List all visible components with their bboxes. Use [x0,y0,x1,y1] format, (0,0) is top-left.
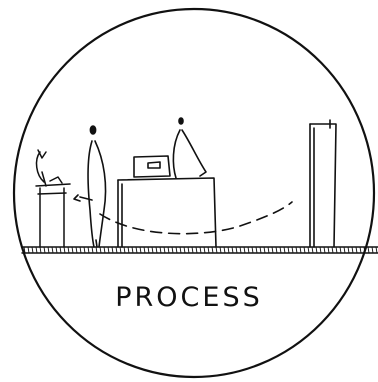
floor-hatch-tick [76,247,77,253]
floor-hatch-tick [208,247,209,253]
floor-hatch-tick [372,247,373,253]
floor-hatch-tick [220,247,221,253]
floor-hatch-tick [224,247,225,253]
floor-hatch-tick [36,247,37,253]
floor-hatch-tick [152,247,153,253]
floor-hatch-tick [308,247,309,253]
floor-hatch-tick [352,247,353,253]
floor-hatch-tick [160,247,161,253]
person-icon [74,126,106,247]
floor-hatch-tick [248,247,249,253]
floor-hatch-tick [348,247,349,253]
floor-hatch-tick [244,247,245,253]
floor-hatch-tick [40,247,41,253]
floor-hatch-tick [296,247,297,253]
floor-hatch-tick [376,247,377,253]
floor-hatch-tick [268,247,269,253]
floor-hatch-tick [92,247,93,253]
floor-hatch-tick [156,247,157,253]
floor-hatch-tick [124,247,125,253]
floor-hatch-tick [316,247,317,253]
floor-hatch-tick [356,247,357,253]
floor-hatch-tick [276,247,277,253]
floor-hatch-tick [128,247,129,253]
flow-path [100,202,292,234]
floor-hatch-tick [148,247,149,253]
floor-hatch-tick [140,247,141,253]
floor-hatch-tick [80,247,81,253]
floor-hatch-tick [112,247,113,253]
floor-hatch-tick [368,247,369,253]
floor-hatch-tick [84,247,85,253]
floor-hatch-tick [188,247,189,253]
floor-hatch-tick [304,247,305,253]
floor-hatch-tick [136,247,137,253]
floor-line [22,247,378,253]
floor-hatch-tick [324,247,325,253]
floor-hatch-tick [312,247,313,253]
floor-hatch-tick [260,247,261,253]
floor-hatch-tick [96,247,97,253]
floor-hatch-tick [332,247,333,253]
floor-hatch-tick [52,247,53,253]
floor-hatch-tick [196,247,197,253]
floor-hatch-tick [284,247,285,253]
floor-hatch-tick [28,247,29,253]
floor-hatch-tick [212,247,213,253]
floor-hatch-tick [144,247,145,253]
floor-hatch-tick [320,247,321,253]
floor-hatch-tick [340,247,341,253]
floor-hatch-tick [232,247,233,253]
floor-hatch-tick [180,247,181,253]
floor-hatch-tick [104,247,105,253]
floor-hatch-tick [64,247,65,253]
floor-hatch-tick [120,247,121,253]
floor-hatch-tick [272,247,273,253]
floor-hatch-tick [252,247,253,253]
floor-hatch-tick [280,247,281,253]
floor-hatch-tick [192,247,193,253]
floor-hatch-tick [256,247,257,253]
floor-hatch-tick [328,247,329,253]
floor-hatch-tick [216,247,217,253]
floor-hatch-tick [72,247,73,253]
floor-hatch-tick [184,247,185,253]
caption-label: PROCESS [0,282,378,313]
floor-hatch-tick [168,247,169,253]
floor-hatch-tick [88,247,89,253]
floor-hatch-tick [60,247,61,253]
floor-hatch-tick [228,247,229,253]
floor-hatch-tick [176,247,177,253]
floor-hatch-tick [344,247,345,253]
tall-cabinet-icon [310,120,336,247]
floor-hatch-tick [56,247,57,253]
floor-hatch-tick [116,247,117,253]
circle-frame [14,9,374,377]
floor-hatch-tick [204,247,205,253]
floor-hatch-tick [132,247,133,253]
floor-hatch-tick [264,247,265,253]
floor-hatch-tick [200,247,201,253]
floor-hatch-tick [108,247,109,253]
floor-hatch-tick [164,247,165,253]
floor-hatch-tick [44,247,45,253]
floor-hatch-tick [292,247,293,253]
floor-hatch-tick [240,247,241,253]
desk-lamp-icon [36,150,70,247]
floor-hatch-tick [100,247,101,253]
floor-hatch-tick [48,247,49,253]
floor-hatch-tick [336,247,337,253]
floor-hatch-tick [300,247,301,253]
floor-hatch-tick [32,247,33,253]
floor-hatch-tick [288,247,289,253]
floor-hatch-tick [236,247,237,253]
floor-hatch-tick [68,247,69,253]
floor-hatch-tick [360,247,361,253]
floor-hatch-tick [172,247,173,253]
